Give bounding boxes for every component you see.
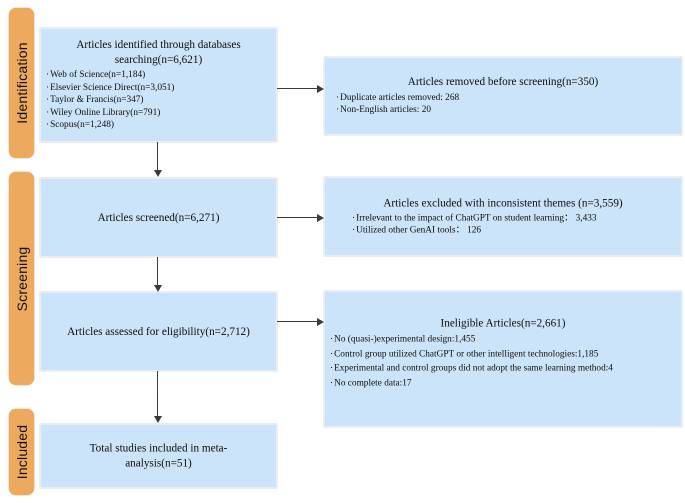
stage-label-identification: Identification bbox=[13, 42, 30, 124]
connector-screened-to-excluded bbox=[277, 217, 318, 219]
box-articles-identified-title-line2: searching(n=6,621) bbox=[114, 53, 203, 66]
box-articles-excluded-bullets: Irrelevant to the impact of ChatGPT on s… bbox=[352, 213, 676, 237]
box-ineligible-articles: Ineligible Articles(n=2,661) No (quasi-)… bbox=[324, 291, 682, 427]
box-articles-excluded-title: Articles excluded with inconsistent them… bbox=[383, 197, 623, 210]
connector-identified-to-screened bbox=[157, 142, 159, 171]
box-articles-screened-title: Articles screened(n=6,271) bbox=[97, 211, 220, 224]
arrowhead-assessed-to-included bbox=[154, 416, 162, 423]
list-item: Taylor & Francis(n=347) bbox=[46, 94, 271, 107]
box-total-studies-included: Total studies included in meta- analysis… bbox=[40, 424, 277, 488]
arrowhead-screened-to-assessed bbox=[154, 285, 162, 292]
box-ineligible-articles-title: Ineligible Articles(n=2,661) bbox=[440, 317, 566, 330]
list-item: Elsevier Science Direct(n=3,051) bbox=[46, 82, 271, 95]
box-articles-assessed-eligibility: Articles assessed for eligibility(n=2,71… bbox=[40, 292, 277, 371]
box-ineligible-articles-bullets: No (quasi-)experimental design:1,455 Con… bbox=[330, 333, 676, 391]
list-item: Utilized other GenAI tools： 126 bbox=[352, 225, 676, 237]
connector-assessed-to-included bbox=[157, 371, 159, 417]
list-item: Control group utilized ChatGPT or other … bbox=[330, 347, 676, 362]
box-articles-identified-bullets: Web of Science(n=1,184) Elsevier Science… bbox=[46, 69, 271, 132]
box-articles-screened: Articles screened(n=6,271) bbox=[40, 178, 277, 257]
arrowhead-assessed-to-ineligible bbox=[317, 318, 324, 326]
stage-tab-identification: Identification bbox=[9, 8, 34, 158]
list-item: Wiley Online Library(n=791) bbox=[46, 107, 271, 120]
stage-tab-screening: Screening bbox=[9, 172, 34, 385]
list-item: Scopus(n=1,248) bbox=[46, 119, 271, 132]
box-articles-assessed-title: Articles assessed for eligibility(n=2,71… bbox=[67, 325, 250, 338]
list-item: Duplicate articles removed: 268 bbox=[336, 92, 676, 105]
stage-label-included: Included bbox=[13, 424, 30, 480]
box-total-studies-title-line2: analysis(n=51) bbox=[125, 457, 192, 469]
connector-screened-to-assessed bbox=[157, 257, 159, 286]
arrowhead-identified-to-screened bbox=[154, 170, 162, 177]
connector-assessed-to-ineligible bbox=[277, 321, 318, 323]
list-item: Web of Science(n=1,184) bbox=[46, 69, 271, 82]
box-articles-removed-bullets: Duplicate articles removed: 268 Non-Engl… bbox=[336, 92, 676, 117]
box-articles-removed-before-screening: Articles removed before screening(n=350)… bbox=[324, 57, 682, 135]
arrowhead-screened-to-excluded bbox=[317, 214, 324, 222]
list-item: No (quasi-)experimental design:1,455 bbox=[330, 333, 676, 348]
list-item: Non-English articles: 20 bbox=[336, 104, 676, 117]
stage-tab-included: Included bbox=[9, 409, 34, 495]
box-articles-identified-title-line1: Articles identified through databases bbox=[76, 39, 241, 52]
connector-identified-to-removed bbox=[277, 88, 318, 90]
arrowhead-identified-to-removed bbox=[317, 85, 324, 93]
list-item: Irrelevant to the impact of ChatGPT on s… bbox=[352, 213, 676, 225]
list-item: No complete data:17 bbox=[330, 376, 676, 391]
box-articles-removed-title: Articles removed before screening(n=350) bbox=[407, 76, 599, 89]
box-total-studies-title-line1: Total studies included in meta- bbox=[89, 442, 228, 455]
list-item: Experimental and control groups did not … bbox=[330, 362, 676, 377]
box-articles-identified: Articles identified through databases se… bbox=[40, 28, 277, 142]
box-articles-excluded-inconsistent: Articles excluded with inconsistent them… bbox=[324, 177, 682, 256]
stage-label-screening: Screening bbox=[13, 246, 30, 311]
